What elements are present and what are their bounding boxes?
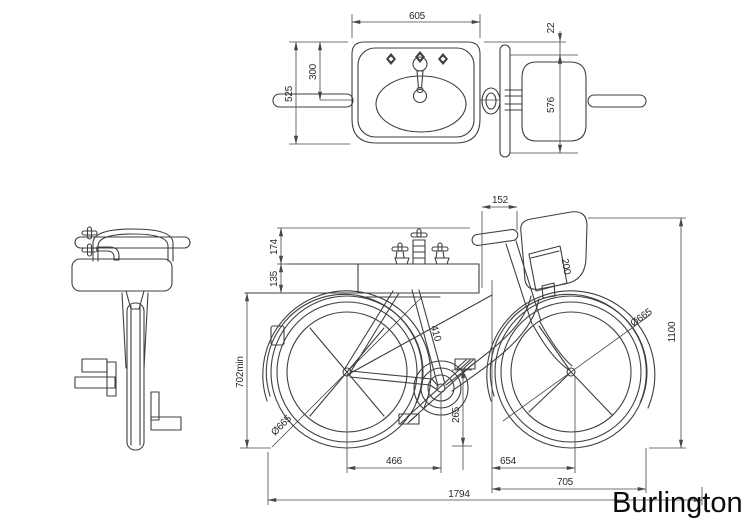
- handlebar-front: [74, 236, 191, 249]
- rear-wheel-plan: [587, 94, 647, 108]
- drain-hole: [412, 88, 428, 104]
- dynamo: [270, 325, 285, 346]
- dim-200: 200: [559, 258, 573, 276]
- dim-705: 705: [491, 448, 647, 493]
- dim-label-466: 466: [386, 456, 403, 467]
- fork-blade: [532, 324, 570, 371]
- pannier-bag: [528, 245, 568, 292]
- basin-rim-front: [92, 228, 174, 262]
- dim-label-front-diameter: Ø665: [269, 413, 294, 438]
- dim-label-410: 410: [428, 324, 443, 343]
- dim-label-rear-diameter: Ø665: [629, 306, 655, 329]
- dim-rear-wheel-diameter: Ø665: [502, 306, 655, 422]
- taps-side: [391, 228, 450, 265]
- dim-label-300: 300: [308, 63, 319, 80]
- dim-label-654: 654: [500, 456, 517, 467]
- basin-inner-lip: [357, 47, 475, 138]
- dim-label-705: 705: [557, 477, 574, 488]
- tap-front-lower: [81, 243, 98, 257]
- dim-label-200: 200: [559, 258, 573, 276]
- front-wheel-side: [262, 290, 432, 449]
- dim-label-152: 152: [492, 195, 509, 206]
- front-view-basin-bike: [71, 226, 191, 451]
- dim-label-174: 174: [269, 238, 280, 255]
- dim-label-135: 135: [269, 270, 280, 287]
- saddle-plan: [521, 61, 587, 142]
- basin-rim-inner-front: [97, 233, 169, 262]
- front-fender: [262, 290, 432, 409]
- dim-label-22: 22: [546, 22, 557, 33]
- dim-605: 605: [351, 11, 481, 38]
- dim-label-702min: 702min: [235, 356, 246, 388]
- dim-label-265: 265: [451, 406, 462, 423]
- dim-174-135: 174 135: [269, 227, 470, 294]
- tap-front-upper: [81, 226, 98, 240]
- dim-152: 152: [481, 195, 518, 288]
- rear-fender: [486, 290, 656, 409]
- plan-view-basin-and-bike: 605 525 300 22 576: [272, 11, 647, 158]
- saddle-side: [520, 211, 588, 290]
- dim-1100: 1100: [588, 217, 686, 449]
- handlebar-grip-side: [471, 229, 519, 246]
- dim-22: 22: [484, 22, 578, 66]
- front-wheel-front-view: [126, 302, 145, 451]
- brand-logo: Burlington: [612, 487, 743, 519]
- dim-410: 410: [428, 324, 443, 343]
- dim-label-1100: 1100: [667, 321, 678, 342]
- bag-flap: [541, 282, 556, 299]
- saddle-clamp-lines: [504, 89, 523, 111]
- dim-label-576: 576: [546, 96, 557, 113]
- tap-holes: [386, 51, 448, 65]
- basin-body-front: [71, 258, 173, 292]
- head-tube-front: [125, 290, 145, 310]
- chainring-cranks: [398, 358, 476, 425]
- front-wheel-plan: [272, 93, 354, 108]
- spout-front: [96, 246, 120, 261]
- dim-576: 576: [510, 54, 578, 154]
- rear-wheel-side: [486, 290, 656, 449]
- handlebar-plan: [499, 44, 511, 158]
- bowl-plan: [375, 75, 467, 133]
- side-view-bicycle: 152 174 135 200 410 Ø665 Ø665 1100: [235, 195, 703, 505]
- dim-label-525: 525: [284, 85, 295, 102]
- dim-300: 300: [308, 41, 323, 101]
- dim-654: 654: [491, 280, 576, 493]
- stem-clamp-outer: [481, 87, 501, 115]
- basin-outline-plan: [351, 41, 481, 144]
- dim-525: 525: [284, 41, 350, 145]
- cranks-front-view: [74, 358, 182, 431]
- stem-clamp-inner: [485, 92, 497, 110]
- dim-466: 466: [346, 376, 442, 473]
- dim-265: 265: [451, 369, 472, 470]
- dim-1794: 1794: [267, 452, 703, 505]
- dim-label-605: 605: [409, 11, 426, 22]
- dim-label-1794: 1794: [448, 489, 470, 500]
- dim-702min: 702min: [235, 292, 271, 449]
